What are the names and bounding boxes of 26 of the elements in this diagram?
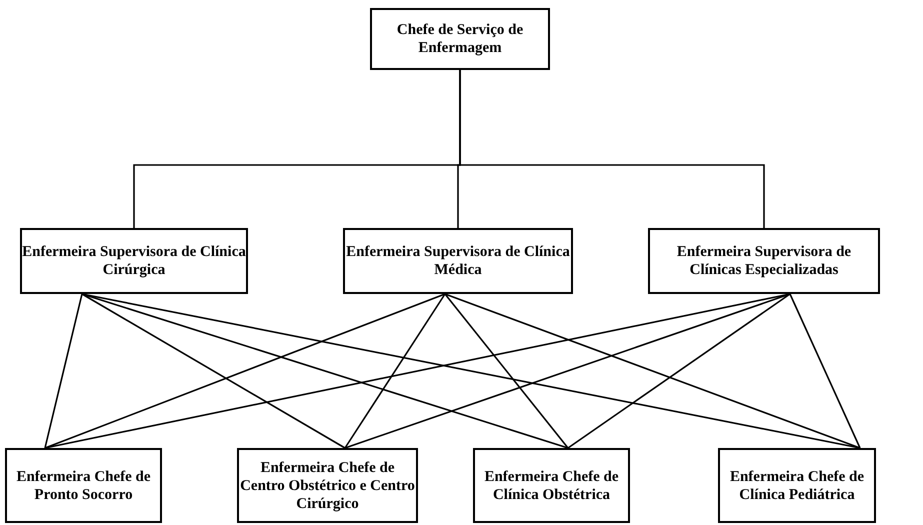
connector-line (344, 293, 790, 449)
connector-line (82, 293, 346, 449)
org-box (5, 448, 162, 523)
org-box (237, 448, 418, 523)
connector-line (344, 294, 446, 448)
connector-line (444, 293, 860, 449)
connector-line (44, 294, 83, 448)
org-box (473, 448, 630, 523)
connector-line (568, 293, 790, 449)
role-title: Enfermeira Chefe de Pronto Socorro (15, 468, 152, 504)
org-box (370, 8, 550, 70)
connector-line (44, 293, 446, 449)
org-box (718, 448, 876, 523)
connector-line (789, 294, 861, 448)
org-box (343, 228, 573, 294)
connector-line (444, 294, 569, 448)
org-box (20, 228, 248, 294)
role-title: Enfermeira Supervisora de Clínica Médica (345, 243, 571, 279)
role-title: Enfermeira Chefe de Clínica Obstétrica (483, 468, 620, 504)
role-title: Enfermeira Supervisora de Clínicas Especializadas (676, 243, 852, 279)
role-title: Enfermeira Supervisora de Clínica Cirúrgica (22, 243, 246, 279)
connector-line (459, 70, 765, 228)
role-title: Chefe de Serviço de Enfermagem (396, 21, 524, 57)
org-box (648, 228, 880, 294)
role-title: Enfermeira Chefe de Centro Obstétrico e Centro Cirúrgico (239, 458, 416, 512)
role-title: Enfermeira Chefe de Clínica Pediátrica (728, 468, 866, 504)
